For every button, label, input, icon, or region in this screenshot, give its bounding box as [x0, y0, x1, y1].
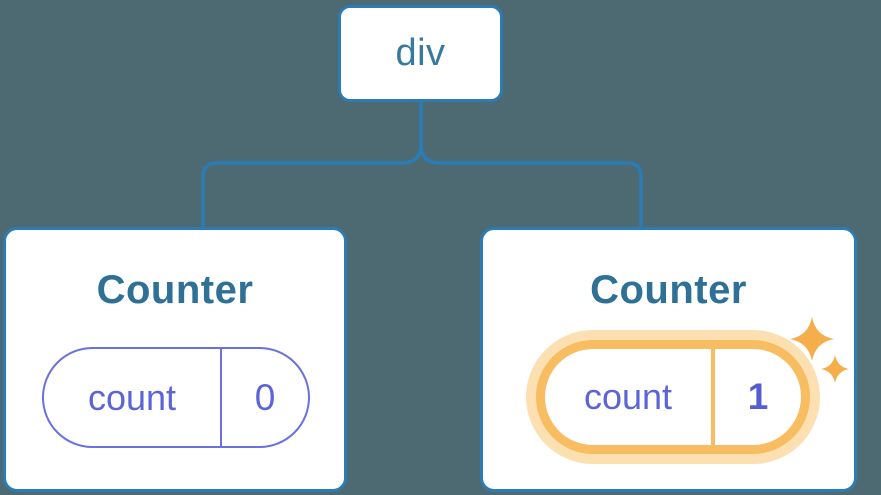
connector-left-branch [201, 102, 423, 228]
root-node-label: div [395, 32, 446, 74]
connector-right-branch [419, 102, 643, 228]
state-value-label: 1 [747, 376, 769, 417]
sparkle-large [790, 317, 834, 361]
state-name-label: count [44, 349, 222, 446]
root-node-div: div [338, 5, 503, 102]
counter-card-left-title: Counter [96, 268, 254, 312]
sparkles-icon [790, 317, 849, 383]
state-pill-highlighted: count 1 [536, 340, 810, 454]
state-value-label: 0 [254, 376, 276, 418]
counter-card-right-title: Counter [590, 268, 747, 312]
counter-card-right: Counter count 1 [480, 227, 857, 492]
state-name-label: count [545, 349, 715, 445]
state-pill-left: count 0 [42, 347, 310, 448]
counter-card-left: Counter count 0 [3, 227, 347, 492]
sparkle-small [821, 355, 849, 383]
